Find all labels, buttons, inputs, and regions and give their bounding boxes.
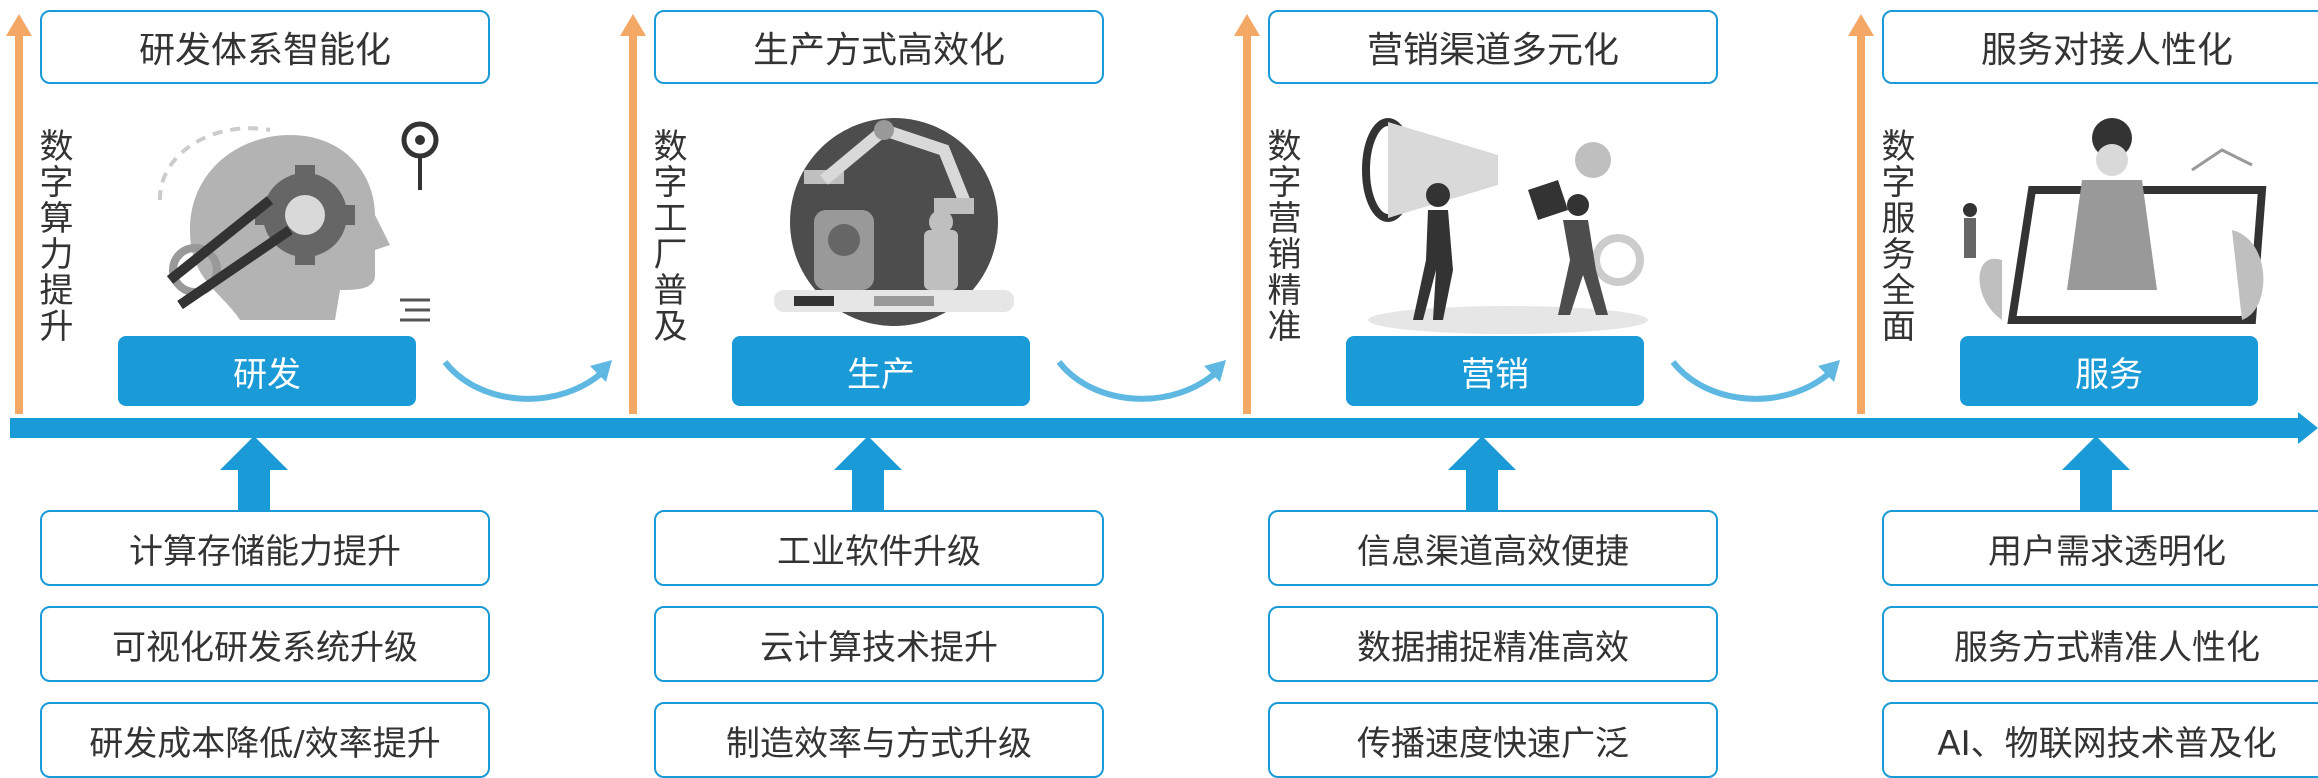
support-arrow-icon xyxy=(834,436,902,512)
support-arrow-icon xyxy=(1448,436,1516,512)
stage-service: 服务对接人性化 数字服务全面 服务 用户需求透明化 服务方式精准人性化 AI、物… xyxy=(1842,0,2318,778)
timeline-axis xyxy=(10,418,2300,438)
transition-arrow-icon xyxy=(1056,360,1226,402)
driver-box: 可视化研发系统升级 xyxy=(40,606,490,682)
driver-box: 计算存储能力提升 xyxy=(40,510,490,586)
driver-box: 研发成本降低/效率提升 xyxy=(40,702,490,778)
customer-service-screen-icon xyxy=(1963,118,2267,324)
head-gears-icon xyxy=(157,121,439,322)
driver-vertical-label: 数字营销精准 xyxy=(1261,128,1301,344)
upward-growth-arrow xyxy=(1234,14,1260,414)
stage-title-box: 营销渠道多元化 xyxy=(1268,10,1718,84)
driver-box: 工业软件升级 xyxy=(654,510,1104,586)
driver-vertical-label: 数字工厂普及 xyxy=(647,128,687,344)
phase-label-production[interactable]: 生产 xyxy=(732,336,1030,406)
support-arrow-icon xyxy=(220,436,288,512)
driver-box: 云计算技术提升 xyxy=(654,606,1104,682)
robot-factory-icon xyxy=(774,118,1014,326)
driver-box: AI、物联网技术普及化 xyxy=(1882,702,2318,778)
transition-arrow-icon xyxy=(442,360,612,402)
phase-label-marketing[interactable]: 营销 xyxy=(1346,336,1644,406)
timeline-arrowhead-icon xyxy=(2298,412,2318,444)
driver-box: 服务方式精准人性化 xyxy=(1882,606,2318,682)
driver-vertical-label: 数字服务全面 xyxy=(1875,128,1915,344)
stage-marketing: 营销渠道多元化 数字营销精准 营销 信息渠道高效便捷 数据捕捉精准高效 传播速度… xyxy=(1228,0,1840,778)
stage-title-box: 服务对接人性化 xyxy=(1882,10,2318,84)
upward-growth-arrow xyxy=(1848,14,1874,414)
upward-growth-arrow xyxy=(620,14,646,414)
phase-label-rd[interactable]: 研发 xyxy=(118,336,416,406)
transition-arrow-icon xyxy=(1670,360,1840,402)
driver-box: 用户需求透明化 xyxy=(1882,510,2318,586)
megaphone-people-icon xyxy=(1362,118,1648,334)
driver-box: 数据捕捉精准高效 xyxy=(1268,606,1718,682)
driver-vertical-label: 数字算力提升 xyxy=(33,128,73,344)
stage-title-box: 生产方式高效化 xyxy=(654,10,1104,84)
driver-box: 传播速度快速广泛 xyxy=(1268,702,1718,778)
driver-box: 制造效率与方式升级 xyxy=(654,702,1104,778)
stage-production: 生产方式高效化 数字工厂普及 生产 工业软件升级 云计算技术提升 制造效率与方式… xyxy=(614,0,1226,778)
phase-label-service[interactable]: 服务 xyxy=(1960,336,2258,406)
driver-box: 信息渠道高效便捷 xyxy=(1268,510,1718,586)
stage-rd: 研发体系智能化 数字算力提升 研发 计算存储能力提升 可视化研发系统升级 研发成… xyxy=(0,0,612,778)
upward-growth-arrow xyxy=(6,14,32,414)
stage-title-box: 研发体系智能化 xyxy=(40,10,490,84)
support-arrow-icon xyxy=(2062,436,2130,512)
